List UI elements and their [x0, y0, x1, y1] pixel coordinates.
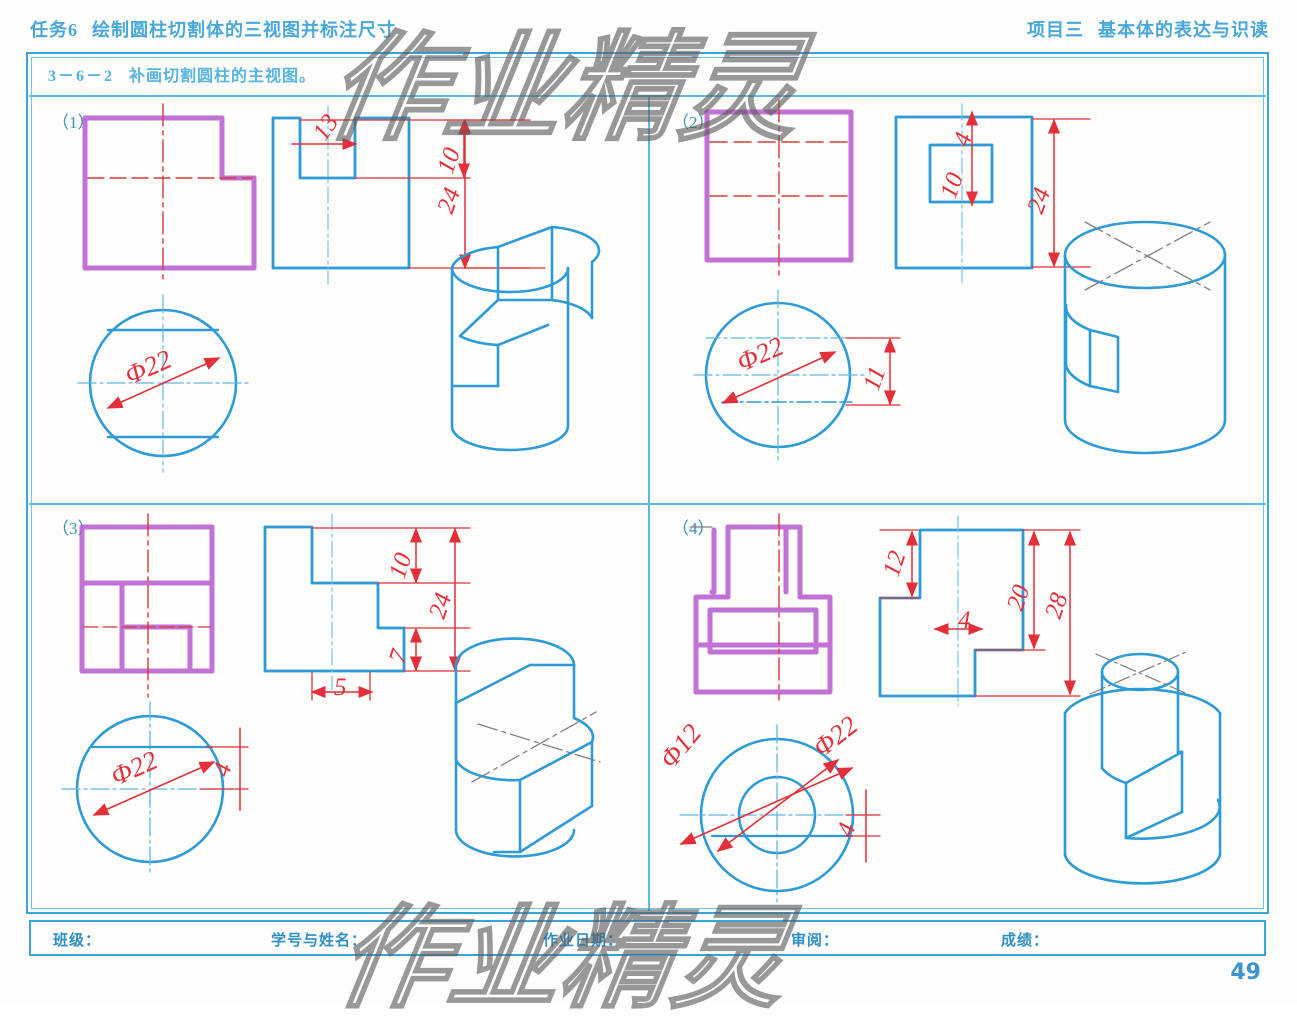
footer-field-review[interactable]: 审阅：: [791, 933, 840, 949]
header-right: 项目三基本体的表达与识读: [1027, 16, 1269, 42]
footer-field-name[interactable]: 学号与姓名：: [271, 933, 368, 949]
problem-code: 3－6－2: [48, 68, 115, 85]
page-number: 49: [1230, 960, 1261, 985]
footer-field-class[interactable]: 班级：: [53, 933, 102, 949]
footer-field-score[interactable]: 成绩：: [1001, 933, 1050, 949]
project-label: 项目三: [1027, 20, 1084, 40]
quadrant-horizontal-divider: [29, 503, 1266, 505]
problem-prompt: 3－6－2 补画切割圆柱的主视图。: [48, 62, 316, 86]
prompt-divider: [29, 95, 1266, 97]
problem-label-3: （3）: [52, 519, 95, 538]
header-left: 任务6 绘制圆柱切割体的三视图并标注尺寸: [30, 16, 396, 42]
problem-label-4: （4）: [672, 519, 715, 538]
footer-field-date[interactable]: 作业日期：: [543, 933, 624, 949]
footer-bar: 班级： 学号与姓名： 作业日期： 审阅： 成绩：: [29, 920, 1266, 956]
project-title: 基本体的表达与识读: [1098, 20, 1269, 40]
task-label: 任务: [30, 20, 68, 40]
problem-label-1: （1）: [52, 113, 95, 132]
problem-text: 补画切割圆柱的主视图。: [129, 68, 317, 85]
worksheet-frame-inner: [31, 57, 1264, 909]
task-title: 绘制圆柱切割体的三视图并标注尺寸: [92, 20, 396, 40]
problem-label-2: （2）: [672, 113, 715, 132]
task-number: 6: [68, 20, 78, 40]
worksheet-frame: [26, 52, 1269, 914]
page-header: 任务6 绘制圆柱切割体的三视图并标注尺寸 项目三基本体的表达与识读: [0, 16, 1297, 46]
